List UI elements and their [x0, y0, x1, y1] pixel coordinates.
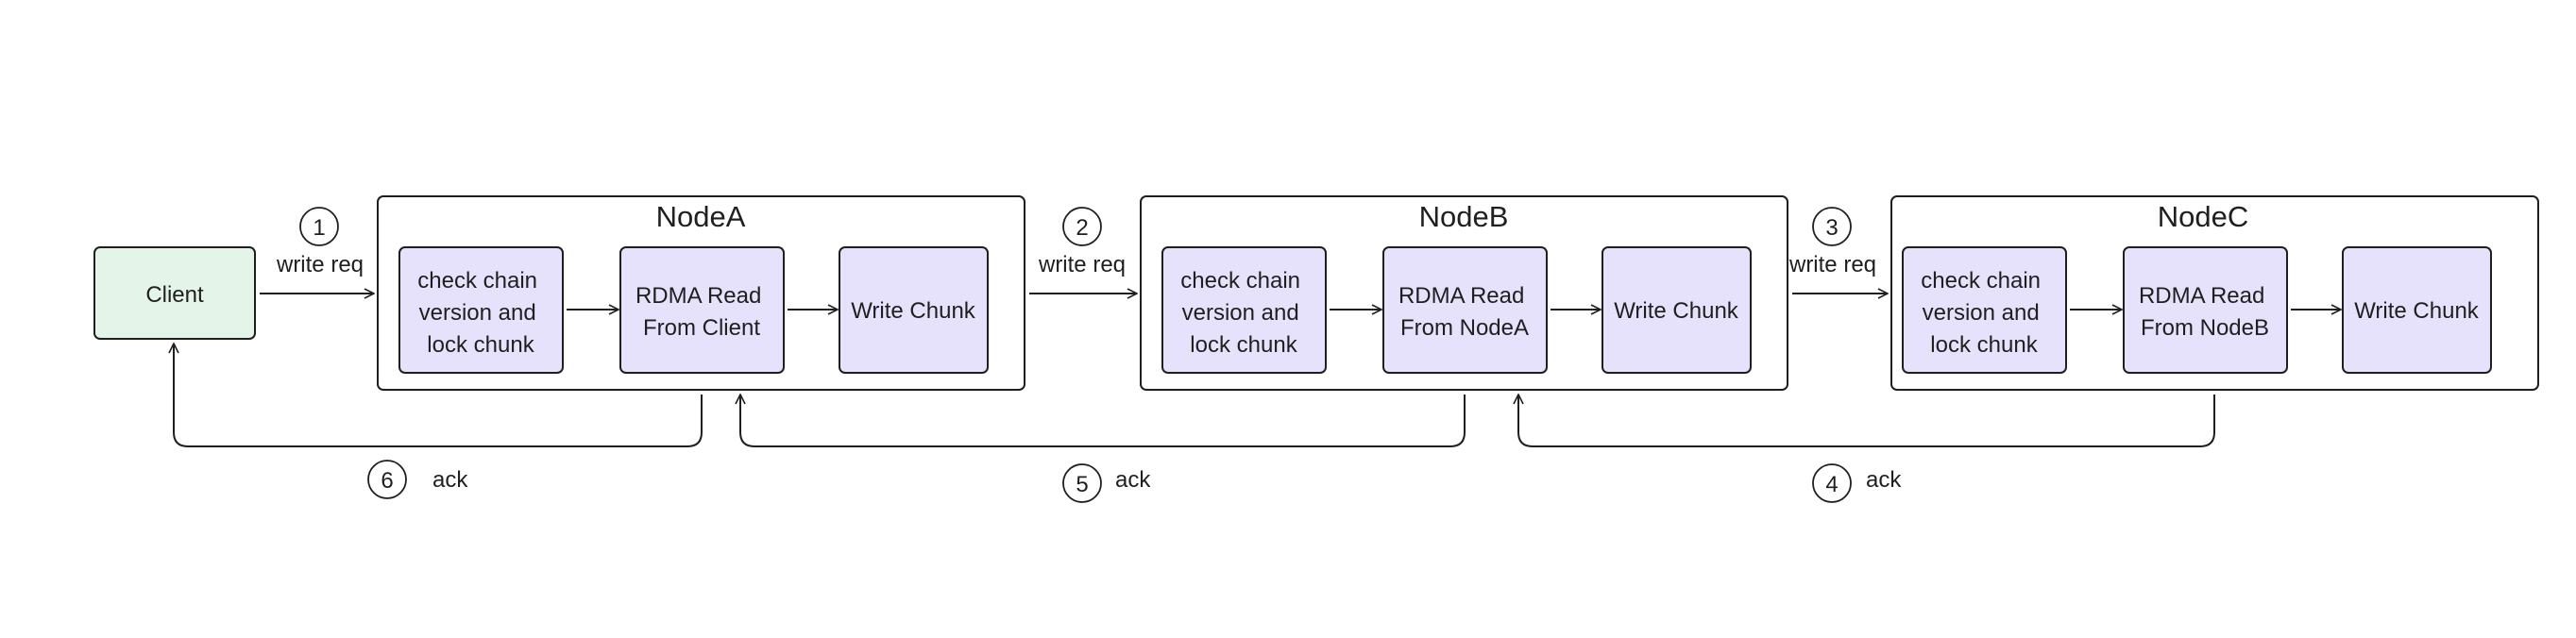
node-a-step-write-text: Write Chunk — [851, 298, 976, 324]
client-rect — [93, 246, 256, 340]
node-c: NodeC check chain version and lock chunk… — [1890, 195, 2539, 391]
node-b-step-lock-text: check chain version and lock chunk — [1180, 268, 1306, 358]
node-c-step-rdma — [2123, 246, 2288, 374]
ack-6: 6 ack — [174, 344, 703, 499]
step-line: version and — [1182, 300, 1299, 326]
step-line: lock chunk — [1930, 332, 2038, 358]
ack-path — [740, 395, 1466, 447]
node-a-step-write — [839, 246, 989, 374]
step-number-circle — [1062, 463, 1102, 503]
step-number-circle — [1812, 463, 1852, 503]
node-b: NodeB check chain version and lock chunk… — [1140, 195, 1788, 391]
step-number-circle — [1812, 207, 1852, 246]
node-a: NodeA check chain version and lock chunk… — [377, 195, 1025, 391]
ack-path — [174, 344, 703, 447]
step-line: From NodeA — [1400, 315, 1529, 341]
node-c-step-rdma-text: RDMA Read From NodeB — [2139, 283, 2271, 341]
node-b-title: NodeB — [1419, 200, 1509, 233]
node-a-step-rdma — [619, 246, 785, 374]
request-label: write req — [1038, 252, 1126, 277]
step-line: check chain — [1921, 268, 2041, 294]
node-c-step-lock — [1902, 246, 2067, 374]
ack-path — [1518, 395, 2215, 447]
step-number: 1 — [313, 215, 325, 241]
step-number-circle — [299, 207, 339, 246]
client-box: Client — [93, 246, 256, 340]
step-number-circle — [1062, 207, 1102, 246]
step-line: From Client — [643, 315, 760, 341]
write-request-3: 3 write req — [1788, 207, 1888, 294]
ack-4: 4 ack — [1518, 395, 2215, 503]
step-line: version and — [1923, 300, 2040, 326]
write-request-2: 2 write req — [1029, 207, 1137, 294]
step-line: From NodeB — [2141, 315, 2269, 341]
node-a-frame — [377, 195, 1025, 391]
step-number: 2 — [1076, 215, 1088, 241]
step-number: 4 — [1825, 472, 1838, 497]
node-a-step-rdma-text: RDMA Read From Client — [636, 283, 768, 341]
node-a-step-lock-text: check chain version and lock chunk — [417, 268, 543, 358]
node-b-step-write-text: Write Chunk — [1614, 298, 1739, 324]
node-a-title: NodeA — [656, 200, 746, 233]
step-line: RDMA Read — [2139, 283, 2264, 309]
step-line: lock chunk — [427, 332, 534, 358]
node-c-step-write-text: Write Chunk — [2354, 298, 2480, 324]
node-c-step-write — [2342, 246, 2492, 374]
step-line: check chain — [1180, 268, 1300, 294]
node-c-title: NodeC — [2158, 200, 2249, 233]
step-number-circle — [367, 460, 407, 499]
ack-label: ack — [1866, 467, 1902, 493]
step-line: RDMA Read — [1398, 283, 1524, 309]
step-line: lock chunk — [1190, 332, 1297, 358]
node-b-step-rdma — [1382, 246, 1548, 374]
node-b-step-rdma-text: RDMA Read From NodeA — [1398, 283, 1531, 341]
step-line: version and — [419, 300, 536, 326]
step-number: 5 — [1076, 472, 1088, 497]
step-line: check chain — [417, 268, 537, 294]
step-line: RDMA Read — [636, 283, 761, 309]
node-c-frame — [1890, 195, 2539, 391]
request-label: write req — [276, 252, 364, 277]
ack-label: ack — [432, 467, 468, 493]
node-b-step-write — [1602, 246, 1752, 374]
node-a-step-lock — [398, 246, 564, 374]
request-label: write req — [1788, 252, 1876, 277]
ack-label: ack — [1115, 467, 1151, 493]
ack-5: 5 ack — [740, 395, 1466, 503]
write-request-1: 1 write req — [260, 207, 374, 294]
node-b-step-lock — [1161, 246, 1327, 374]
node-b-frame — [1140, 195, 1788, 391]
client-label: Client — [145, 282, 204, 308]
step-number: 3 — [1825, 215, 1838, 241]
node-c-step-lock-text: check chain version and lock chunk — [1921, 268, 2046, 358]
step-number: 6 — [381, 468, 393, 494]
